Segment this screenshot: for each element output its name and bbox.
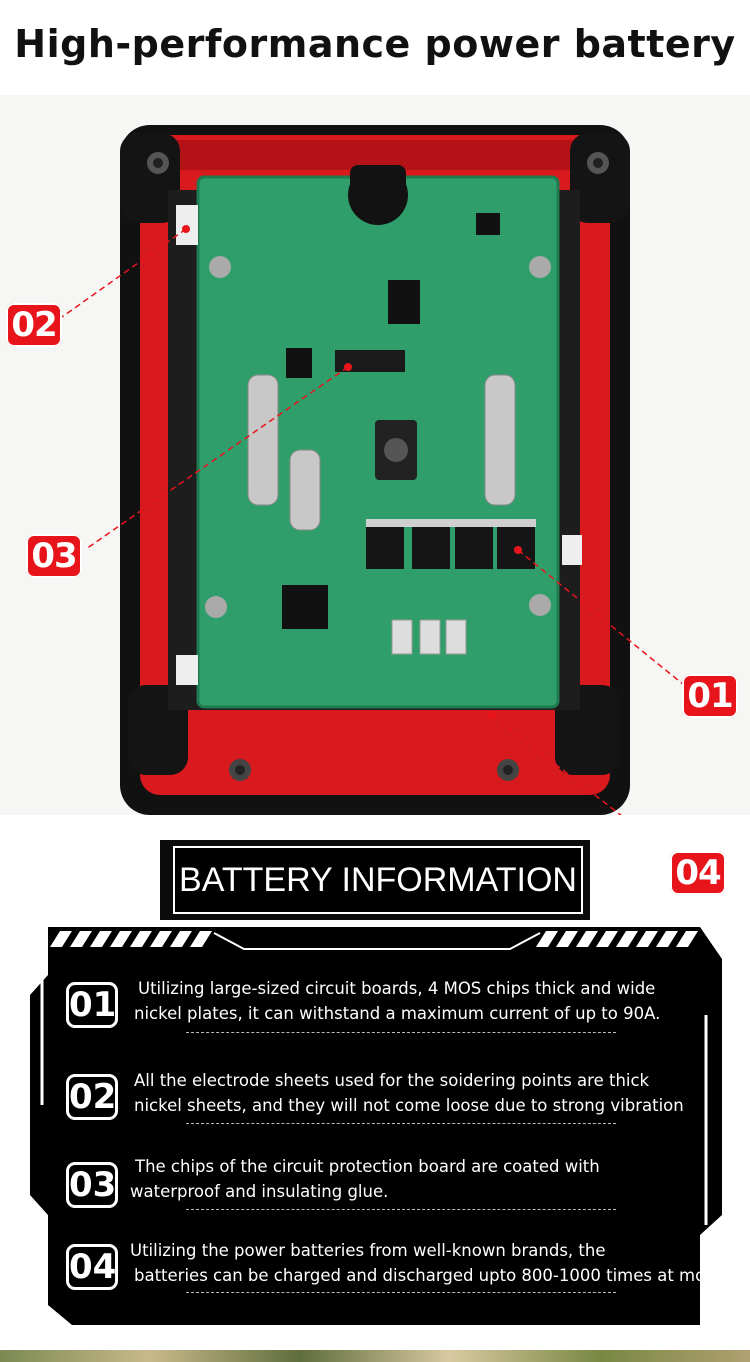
mos-chip	[366, 523, 404, 569]
info-panel	[0, 915, 750, 1345]
ic-chip	[335, 350, 405, 372]
ic-chip	[388, 280, 420, 324]
nickel-terminal	[484, 374, 516, 506]
info-item-text: batteries can be charged and discharged …	[134, 1266, 726, 1285]
info-item-number: 02	[66, 1074, 118, 1120]
callout-badge-04: 04	[670, 851, 726, 895]
divider	[186, 1209, 616, 1210]
info-item-number: 04	[66, 1244, 118, 1290]
battery-board-illustration	[61, 125, 685, 815]
battery-board-photo	[0, 95, 750, 815]
info-item-number: 01	[66, 982, 118, 1028]
mos-chip	[497, 523, 535, 569]
divider	[186, 1123, 616, 1124]
info-heading: BATTERY INFORMATION	[173, 846, 583, 914]
bottom-photo-strip	[0, 1350, 750, 1362]
mos-chip	[412, 523, 450, 569]
inductor	[282, 585, 328, 629]
info-item-text: waterproof and insulating glue.	[130, 1182, 389, 1201]
nickel-terminal	[247, 374, 279, 506]
divider	[186, 1032, 616, 1033]
info-item-text: All the electrode sheets used for the so…	[134, 1071, 650, 1090]
info-panel-shape	[30, 927, 722, 1325]
decor-stripes-left	[50, 931, 212, 947]
info-item-number: 03	[66, 1162, 118, 1208]
corner-bracket	[570, 133, 630, 223]
callout-badge-03: 03	[26, 534, 82, 578]
info-item-text: nickel sheets, and they will not come lo…	[134, 1096, 684, 1115]
callout-badge-02: 02	[6, 303, 62, 347]
mos-chip	[455, 523, 493, 569]
info-item-text: Utilizing the power batteries from well-…	[130, 1241, 606, 1260]
info-item-text: The chips of the circuit protection boar…	[135, 1157, 600, 1176]
divider	[186, 1292, 616, 1293]
info-item-text: Utilizing large-sized circuit boards, 4 …	[138, 979, 656, 998]
decor-stripes-right	[536, 931, 698, 947]
info-item-text: nickel plates, it can withstand a maximu…	[134, 1004, 661, 1023]
callout-badge-01: 01	[682, 674, 738, 718]
ic-chip	[476, 213, 500, 235]
page-title: High-performance power battery	[14, 22, 736, 66]
nickel-terminal	[289, 449, 321, 531]
